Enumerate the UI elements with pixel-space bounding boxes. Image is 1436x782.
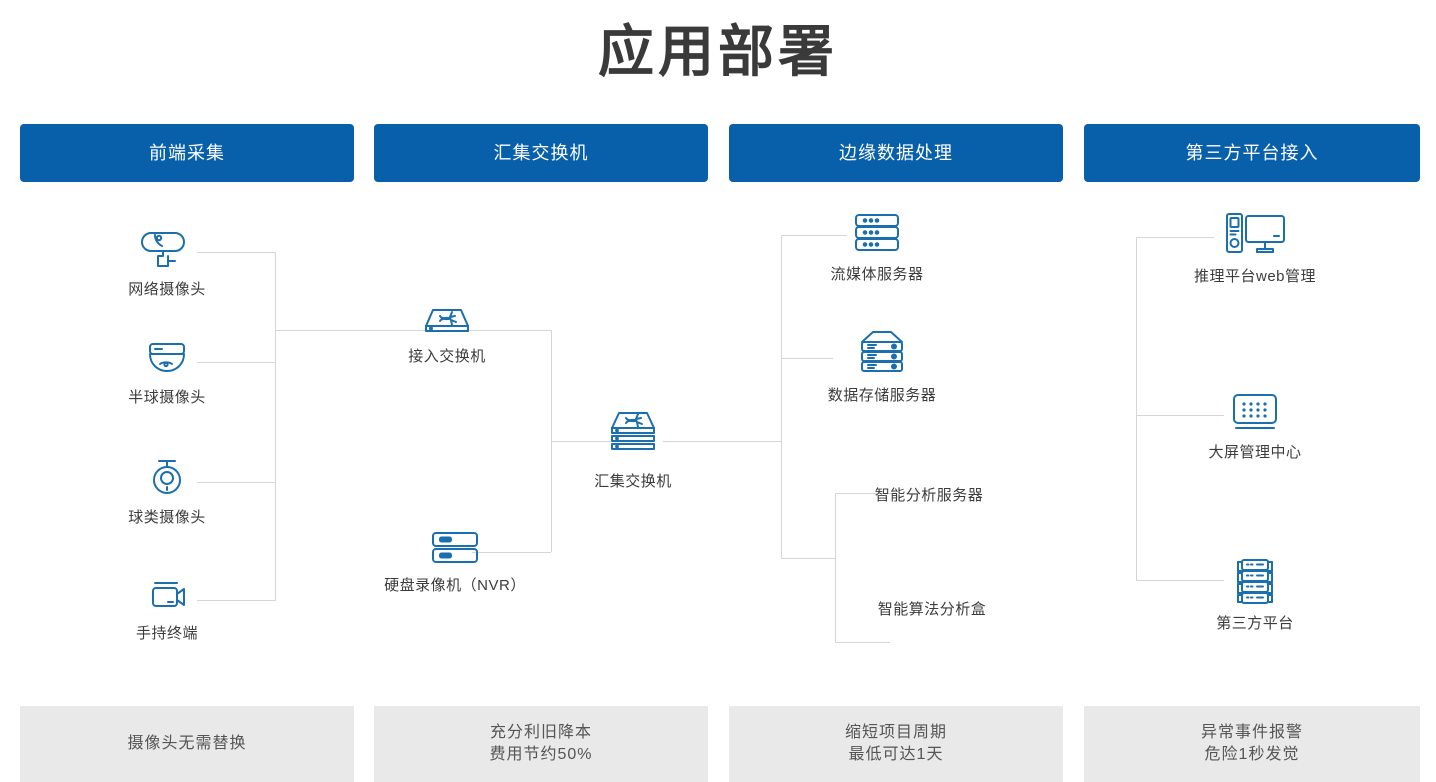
node-storage-server[interactable]: 数据存储服务器 xyxy=(820,328,944,405)
connector-column1-to-access-switch xyxy=(275,330,447,331)
node-label: 第三方平台 xyxy=(1216,615,1294,632)
connector-third-party-platform xyxy=(1136,580,1224,581)
node-label: 大屏管理中心 xyxy=(1208,444,1302,461)
footer-line: 最低可达1天 xyxy=(848,746,944,763)
column-header-front-end-capture[interactable]: 前端采集 xyxy=(20,124,354,182)
connector-ai-analysis-server xyxy=(835,493,893,494)
connector-ai-algorithm-box xyxy=(835,642,890,643)
video-wall-icon xyxy=(1193,391,1317,435)
desktop-pc-icon xyxy=(1185,211,1325,259)
column-header-third-party-platform-access[interactable]: 第三方平台接入 xyxy=(1084,124,1420,182)
connector-video-wall-center xyxy=(1136,415,1224,416)
stacked-switch-icon xyxy=(573,408,693,464)
connector-column3-to-ai-bus xyxy=(781,558,835,559)
node-label: 推理平台web管理 xyxy=(1193,268,1317,285)
page-title: 应用部署 xyxy=(598,20,838,83)
node-label: 手持终端 xyxy=(135,625,198,642)
footer-edge-data-processing: 缩短项目周期 最低可达1天 xyxy=(729,706,1063,782)
node-label: 数据存储服务器 xyxy=(827,387,937,404)
node-ptz-camera[interactable]: 球类摄像头 xyxy=(107,456,227,527)
connector-column3-bus xyxy=(781,235,782,558)
handheld-camera-icon xyxy=(107,578,227,616)
node-label: 网络摄像头 xyxy=(128,281,206,298)
footer-line: 缩短项目周期 xyxy=(844,724,947,741)
connector-column2-to-core-switch xyxy=(551,441,633,442)
node-dome-camera[interactable]: 半球摄像头 xyxy=(107,340,227,407)
connector-core-switch-out xyxy=(663,441,781,442)
connector-dome-camera xyxy=(197,362,275,363)
rack-server-icon xyxy=(817,211,937,257)
node-streaming-server[interactable]: 流媒体服务器 xyxy=(817,211,937,284)
connector-column1-bus xyxy=(275,252,276,601)
node-label: 半球摄像头 xyxy=(128,389,206,406)
footer-line: 摄像头无需替换 xyxy=(127,735,247,752)
node-core-switch[interactable]: 汇集交换机 xyxy=(573,408,693,491)
node-inference-web-admin[interactable]: 推理平台web管理 xyxy=(1185,211,1325,286)
connector-ai-bus xyxy=(835,493,836,642)
connector-column4-bus xyxy=(1136,237,1137,580)
node-handheld-device[interactable]: 手持终端 xyxy=(107,578,227,643)
footer-line: 充分利旧降本 xyxy=(489,724,592,741)
footer-line: 异常事件报警 xyxy=(1200,724,1303,741)
ptz-camera-icon xyxy=(107,456,227,500)
node-label: 接入交换机 xyxy=(408,348,486,365)
node-video-wall-center[interactable]: 大屏管理中心 xyxy=(1193,391,1317,462)
node-access-switch[interactable]: 接入交换机 xyxy=(387,303,507,366)
connector-access-switch-out xyxy=(447,330,551,331)
node-label: 球类摄像头 xyxy=(128,509,206,526)
column-header-edge-data-processing[interactable]: 边缘数据处理 xyxy=(729,124,1063,182)
node-ai-analysis-server[interactable]: 智能分析服务器 xyxy=(867,478,991,505)
node-third-party-platform[interactable]: 第三方平台 xyxy=(1193,556,1317,633)
connector-storage-server xyxy=(781,358,833,359)
connector-ptz-camera xyxy=(197,482,275,483)
node-label: 流媒体服务器 xyxy=(830,266,924,283)
network-switch-icon xyxy=(387,303,507,339)
footer-line: 危险1秒发觉 xyxy=(1204,746,1300,763)
node-label: 智能算法分析盒 xyxy=(877,601,987,618)
column-header-aggregation-switch[interactable]: 汇集交换机 xyxy=(374,124,708,182)
node-label: 汇集交换机 xyxy=(594,473,672,490)
node-nvr[interactable]: 硬盘录像机（NVR） xyxy=(375,528,535,595)
connector-nvr-out xyxy=(472,552,551,553)
node-ip-camera[interactable]: 网络摄像头 xyxy=(107,224,227,299)
node-label: 智能分析服务器 xyxy=(874,487,984,504)
dome-camera-icon xyxy=(107,340,227,380)
server-rack-icon xyxy=(1193,556,1317,606)
nvr-icon xyxy=(375,528,535,568)
footer-front-end-capture: 摄像头无需替换 xyxy=(20,706,354,782)
connector-inference-web-admin xyxy=(1136,237,1214,238)
storage-server-icon xyxy=(820,328,944,378)
connector-streaming-server xyxy=(781,235,847,236)
node-label: 硬盘录像机（NVR） xyxy=(384,577,526,594)
footer-aggregation-switch: 充分利旧降本 费用节约50% xyxy=(374,706,708,782)
footer-line: 费用节约50% xyxy=(489,746,593,763)
bullet-camera-icon xyxy=(107,224,227,272)
connector-handheld xyxy=(197,600,275,601)
node-ai-algorithm-box[interactable]: 智能算法分析盒 xyxy=(867,598,997,625)
connector-ip-camera xyxy=(197,252,275,253)
footer-third-party-platform-access: 异常事件报警 危险1秒发觉 xyxy=(1084,706,1420,782)
